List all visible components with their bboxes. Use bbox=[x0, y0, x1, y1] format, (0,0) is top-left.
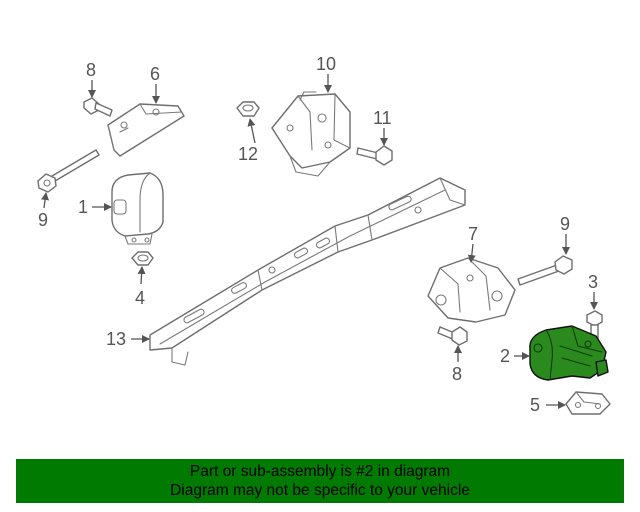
crossmember-part-13[interactable] bbox=[149, 177, 466, 366]
callout-4: 4 bbox=[135, 288, 145, 308]
bolt-part-8-bottom[interactable] bbox=[437, 326, 468, 346]
bolt-part-11[interactable] bbox=[356, 145, 393, 166]
callout-11: 11 bbox=[373, 108, 392, 128]
callout-10: 10 bbox=[316, 54, 336, 74]
callout-12: 12 bbox=[238, 144, 258, 164]
mount-part-2-highlighted[interactable] bbox=[529, 325, 609, 381]
nut-part-4[interactable] bbox=[131, 251, 154, 266]
plate-part-5[interactable] bbox=[565, 391, 611, 415]
callout-7: 7 bbox=[468, 224, 478, 244]
callout-3: 3 bbox=[588, 272, 598, 292]
callout-1: 1 bbox=[78, 197, 88, 217]
mount-part-1[interactable] bbox=[111, 172, 164, 245]
nut-part-12[interactable] bbox=[236, 101, 260, 117]
callout-13: 13 bbox=[106, 329, 126, 349]
banner-line-disclaimer: Diagram may not be specific to your vehi… bbox=[170, 482, 470, 499]
bolt-part-9-right[interactable] bbox=[517, 255, 573, 286]
callout-6: 6 bbox=[150, 64, 160, 84]
callout-8-bottom: 8 bbox=[452, 364, 462, 384]
bolt-part-8-top[interactable] bbox=[83, 97, 113, 117]
callout-9-right: 9 bbox=[560, 214, 570, 234]
parts-diagram: 8 6 10 12 11 9 1 4 7 9 3 8 2 5 13 bbox=[37, 54, 611, 415]
bolt-part-9-left[interactable] bbox=[37, 149, 100, 193]
callout-8-top: 8 bbox=[86, 60, 96, 80]
info-banner: Part or sub-assembly is #2 in diagram Di… bbox=[16, 459, 624, 503]
bracket-part-7[interactable] bbox=[427, 257, 516, 323]
bracket-part-10[interactable] bbox=[271, 91, 351, 177]
callout-5: 5 bbox=[530, 395, 540, 415]
callout-2: 2 bbox=[500, 346, 510, 366]
bracket-part-6[interactable] bbox=[107, 103, 185, 157]
callout-9-left: 9 bbox=[38, 210, 48, 230]
banner-line-part-info: Part or sub-assembly is #2 in diagram bbox=[189, 463, 451, 480]
